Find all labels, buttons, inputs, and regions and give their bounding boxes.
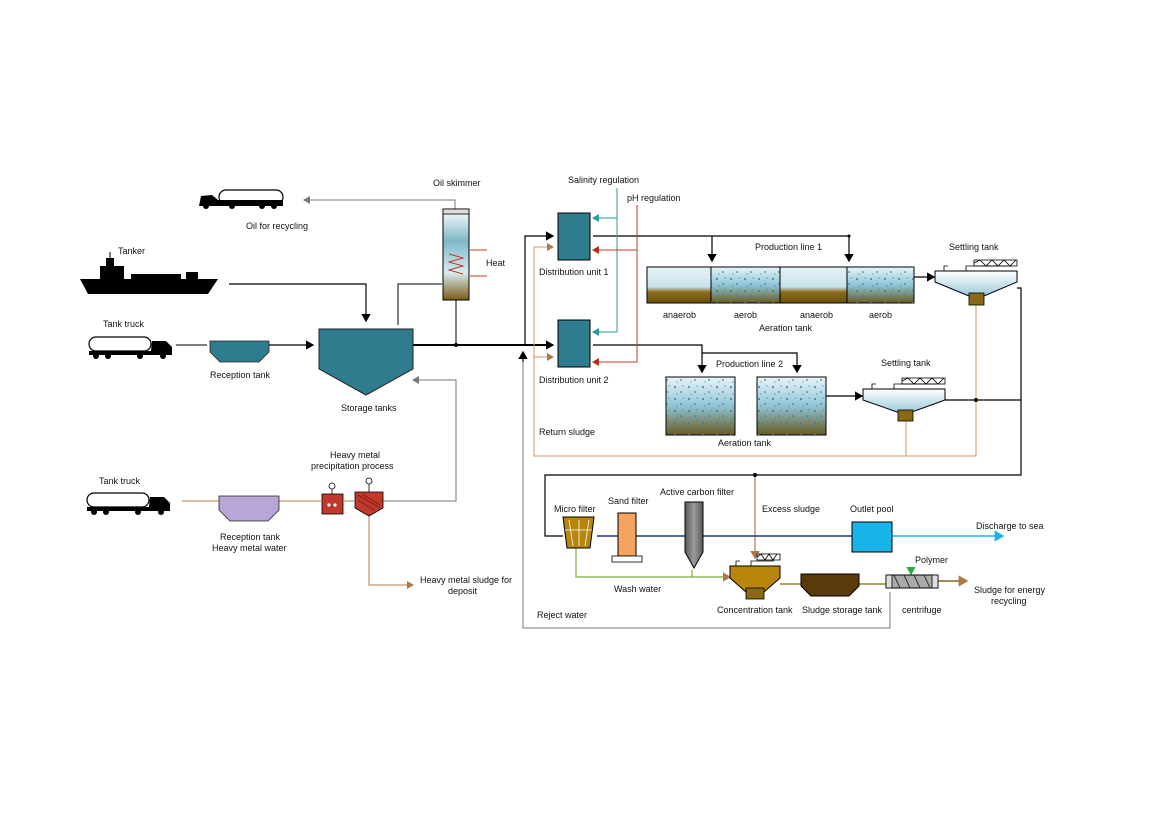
sand-filter: [611, 512, 643, 563]
label-hm-process-1: Heavy metal: [330, 450, 380, 460]
label-sludge-storage-tank: Sludge storage tank: [802, 605, 883, 615]
label-hm-sludge-2: deposit: [448, 586, 478, 596]
label-micro-filter: Micro filter: [554, 504, 596, 514]
label-ph-regulation: pH regulation: [627, 193, 681, 203]
label-oil-for-recycling: Oil for recycling: [246, 221, 308, 231]
sludge-storage-tank: [800, 573, 860, 597]
label-reception-tank-2: Reception tank: [220, 532, 281, 542]
precipitation-unit-1: [321, 482, 344, 515]
distribution-unit-2: [557, 319, 591, 368]
text-labels: Oil skimmer Oil for recycling Tanker Tan…: [99, 175, 1046, 620]
label-storage-tanks: Storage tanks: [341, 403, 397, 413]
label-tank-truck-1: Tank truck: [103, 319, 145, 329]
label-aerob-2: aerob: [869, 310, 892, 320]
label-heat: Heat: [486, 258, 506, 268]
label-centrifuge: centrifuge: [902, 605, 942, 615]
settling-tank-1: [934, 259, 1018, 306]
concentration-tank: [729, 553, 781, 600]
label-anaerob-2: anaerob: [800, 310, 833, 320]
label-production-line-1: Production line 1: [755, 242, 822, 252]
label-active-carbon-filter: Active carbon filter: [660, 487, 734, 497]
label-settling-tank-1: Settling tank: [949, 242, 999, 252]
label-tank-truck-2: Tank truck: [99, 476, 141, 486]
flow-lines: [176, 188, 1022, 629]
label-hm-process-2: precipitation process: [311, 461, 394, 471]
label-aerob-1: aerob: [734, 310, 757, 320]
label-polymer: Polymer: [915, 555, 948, 565]
label-outlet-pool: Outlet pool: [850, 504, 894, 514]
oil-truck-icon: [199, 189, 284, 209]
label-distribution-unit-2: Distribution unit 2: [539, 375, 609, 385]
tanker-ship-icon: [80, 252, 218, 294]
tank-truck-icon-1: [88, 336, 172, 359]
label-salinity-regulation: Salinity regulation: [568, 175, 639, 185]
label-anaerob-1: anaerob: [663, 310, 696, 320]
centrifuge: [885, 574, 939, 589]
oil-skimmer-unit: [442, 208, 470, 301]
label-production-line-2: Production line 2: [716, 359, 783, 369]
distribution-unit-1: [557, 212, 591, 261]
outlet-pool: [851, 521, 893, 553]
settling-tank-2: [862, 377, 946, 422]
active-carbon-filter: [684, 501, 704, 570]
label-reject-water: Reject water: [537, 610, 587, 620]
storage-tanks: [318, 328, 414, 396]
label-excess-sludge: Excess sludge: [762, 504, 820, 514]
label-discharge-to-sea: Discharge to sea: [976, 521, 1044, 531]
micro-filter: [562, 516, 595, 549]
label-sludge-energy-1: Sludge for energy: [974, 585, 1046, 595]
label-heavy-metal-water: Heavy metal water: [212, 543, 287, 553]
label-tanker: Tanker: [118, 246, 145, 256]
label-oil-skimmer: Oil skimmer: [433, 178, 481, 188]
aeration-tank-2: [665, 376, 827, 436]
label-hm-sludge-1: Heavy metal sludge for: [420, 575, 512, 585]
label-return-sludge: Return sludge: [539, 427, 595, 437]
label-concentration-tank: Concentration tank: [717, 605, 793, 615]
precipitation-unit-2: [354, 477, 384, 517]
reception-tank-2: [218, 495, 280, 522]
label-sludge-energy-2: recycling: [991, 596, 1027, 606]
label-reception-tank-1: Reception tank: [210, 370, 271, 380]
tank-truck-icon-2: [86, 492, 170, 515]
label-distribution-unit-1: Distribution unit 1: [539, 267, 609, 277]
aeration-tank-1: [646, 266, 915, 304]
label-aeration-tank-2: Aeration tank: [718, 438, 772, 448]
label-wash-water: Wash water: [614, 584, 661, 594]
label-aeration-tank-1: Aeration tank: [759, 323, 813, 333]
label-settling-tank-2: Settling tank: [881, 358, 931, 368]
reception-tank-1: [209, 340, 270, 363]
label-sand-filter: Sand filter: [608, 496, 649, 506]
